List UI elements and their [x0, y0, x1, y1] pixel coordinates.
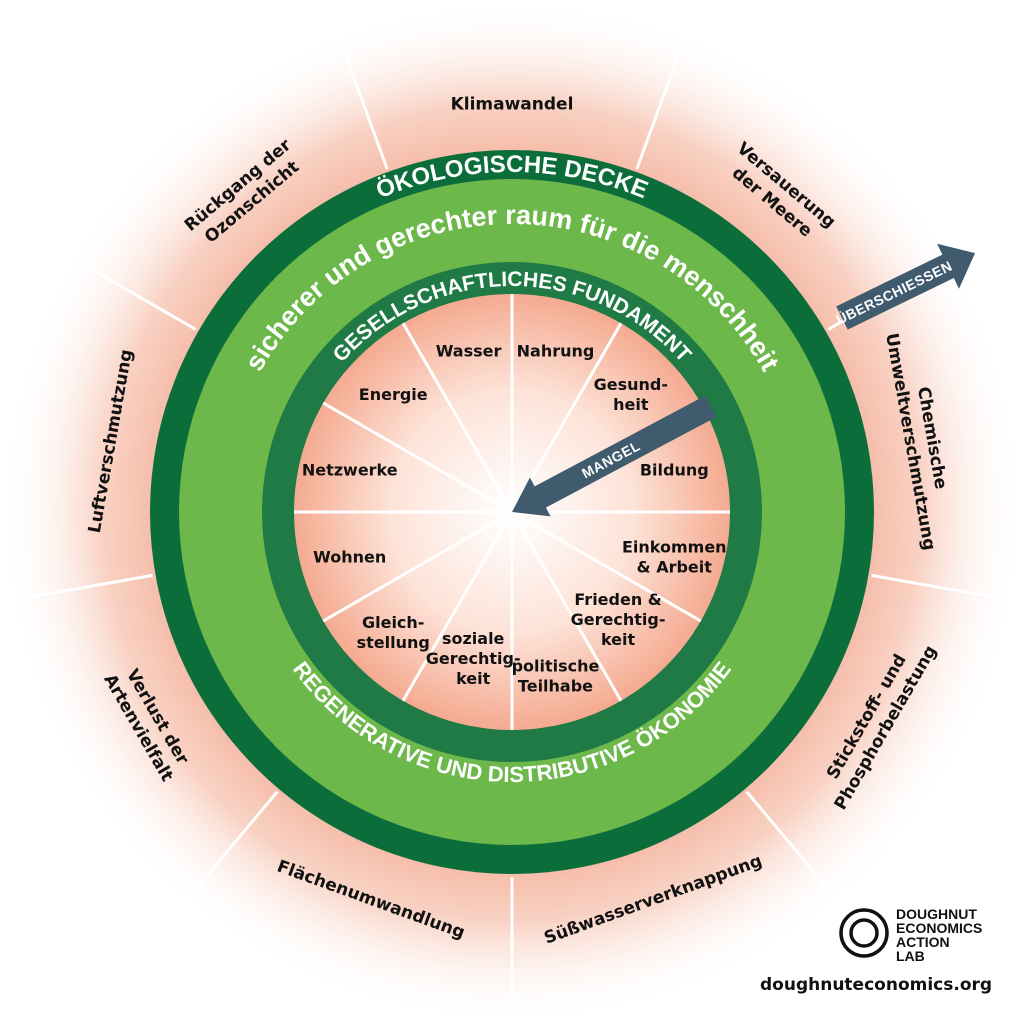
- dimension-label-line: keit: [456, 669, 491, 688]
- doughnut-economics-logo: DOUGHNUT ECONOMICS ACTION LAB: [838, 905, 1008, 965]
- divider-line: [401, 511, 514, 702]
- dimension-label-line: Wasser: [436, 342, 502, 361]
- dimension-label-line: Gleich-: [362, 613, 424, 632]
- dimension-label-line: Nahrung: [517, 342, 595, 361]
- divider-line: [73, 258, 197, 331]
- dimension-label-line: Netzwerke: [302, 461, 398, 480]
- dimension-label-line: Energie: [359, 385, 428, 404]
- dimension-label: Frieden &Gerechtig-keit: [571, 590, 666, 649]
- logo-line: ECONOMICS: [896, 920, 983, 936]
- dimension-label: Wasser: [436, 342, 502, 361]
- dimension-label: Gleich-stellung: [357, 613, 430, 652]
- dimension-label-line: soziale: [442, 629, 505, 648]
- dimension-label-line: & Arbeit: [637, 557, 713, 576]
- divider-line: [510, 511, 623, 702]
- divider-line: [401, 322, 514, 513]
- dimension-label-line: heit: [613, 395, 649, 414]
- divider-line: [322, 510, 513, 623]
- divider-line: [745, 790, 838, 900]
- dimension-label-line: Klimawandel: [451, 95, 574, 115]
- dimension-label: Einkommen& Arbeit: [622, 537, 727, 576]
- logo-rings-icon: [839, 908, 889, 958]
- logo-line: LAB: [896, 948, 925, 964]
- dimension-label-line: Einkommen: [622, 537, 727, 556]
- dimension-label: Nahrung: [517, 342, 595, 361]
- logo-line: DOUGHNUT: [896, 906, 977, 922]
- divider-line: [871, 573, 1010, 602]
- dimension-label-line: Bildung: [640, 461, 709, 480]
- dimension-label: Gesund-heit: [594, 375, 668, 414]
- dimension-label-line: stellung: [357, 633, 430, 652]
- dimension-label: Bildung: [640, 461, 709, 480]
- dimension-label-line: Gesund-: [594, 375, 668, 394]
- divider-line: [511, 510, 702, 623]
- dimension-label-line: Teilhabe: [518, 676, 593, 695]
- divider-line: [337, 36, 389, 170]
- dimension-label-line: keit: [601, 630, 636, 649]
- dimension-label-line: Wohnen: [313, 547, 386, 566]
- dimension-label: Energie: [359, 385, 428, 404]
- dimension-label: Wohnen: [313, 547, 386, 566]
- dimension-label-line: politische: [512, 656, 600, 675]
- website-url[interactable]: doughnuteconomics.org: [760, 975, 993, 995]
- divider-line: [635, 36, 687, 170]
- dimension-label: Netzwerke: [302, 461, 398, 480]
- dimension-label: Klimawandel: [451, 95, 574, 115]
- dimension-label-line: Gerechtig-: [571, 610, 666, 629]
- logo-line: ACTION: [896, 934, 950, 950]
- logo-wordmark: DOUGHNUT ECONOMICS ACTION LAB: [896, 907, 982, 963]
- divider-line: [14, 573, 153, 602]
- dimension-label-line: Frieden &: [574, 590, 661, 609]
- divider-line: [322, 401, 513, 514]
- divider-line: [186, 790, 279, 900]
- dimension-label-line: Gerechtig-: [426, 649, 521, 668]
